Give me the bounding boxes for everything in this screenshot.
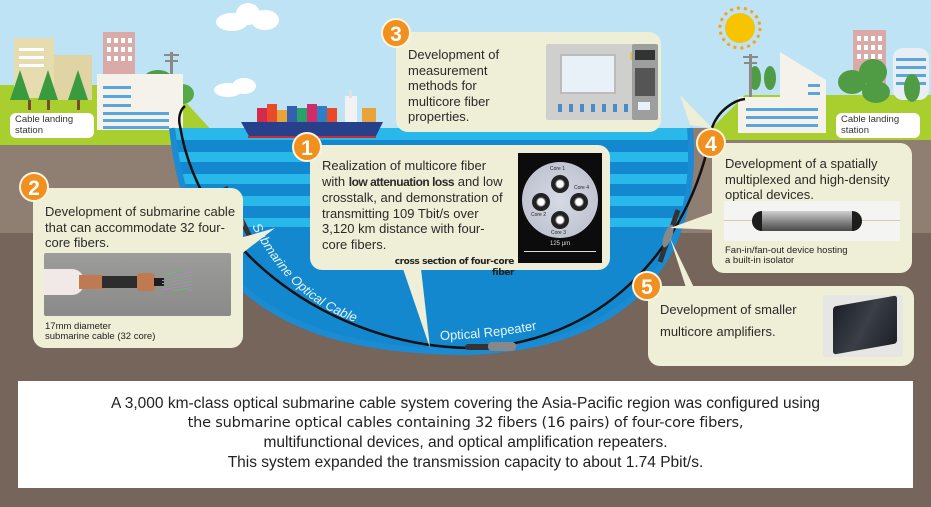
optical-repeater-icon bbox=[465, 342, 516, 351]
building-left-back bbox=[14, 38, 92, 100]
core-1-label: Core 1 bbox=[550, 166, 566, 172]
callout-1-text-emphasis: low attenuation loss bbox=[348, 174, 455, 189]
core-2-label: Core 2 bbox=[531, 212, 547, 218]
summary-line-3: multifunctional devices, and optical amp… bbox=[263, 434, 668, 451]
callout-5-pointer bbox=[670, 238, 700, 300]
callout-4: Development of a spatially multiplexed a… bbox=[712, 143, 912, 273]
callout-1-caption: cross section of four-core fiber bbox=[394, 257, 515, 278]
summary-box: A 3,000 km-class optical submarine cable… bbox=[18, 381, 913, 488]
core-4-label: Core 4 bbox=[574, 185, 590, 191]
callout-1-number-badge: 1 bbox=[292, 132, 322, 162]
summary-line-4: This system expanded the transmission ca… bbox=[227, 453, 704, 471]
callout-3-text: Development of measurement methods for m… bbox=[408, 47, 500, 124]
fiber-cross-section-figure: Core 1 Core 2 Core 3 Core 4 125 µm bbox=[518, 153, 602, 263]
callout-3-number-badge: 3 bbox=[381, 18, 411, 48]
callout-2: Development of submarine cable that can … bbox=[33, 188, 243, 348]
callout-1: Realization of multicore fiber with low … bbox=[310, 145, 610, 278]
cable-landing-station-label-left: Cable landing station bbox=[10, 113, 94, 138]
callout-4-pointer bbox=[670, 210, 720, 230]
callout-1-text-after: and low crosstalk, and demonstration of … bbox=[322, 173, 503, 252]
optical-repeater-icon bbox=[657, 209, 681, 263]
utility-pole-icon bbox=[743, 54, 758, 102]
cable-landing-station-label-right: Cable landing station bbox=[836, 113, 920, 138]
trees-right bbox=[749, 59, 920, 103]
fiber-core-2 bbox=[532, 193, 550, 211]
submarine-cable bbox=[178, 97, 746, 350]
callout-5-text: Development of smaller multicore amplifi… bbox=[660, 302, 797, 339]
submarine-cable-photo bbox=[44, 253, 231, 316]
fiber-core-4 bbox=[570, 193, 588, 211]
fan-in-fan-out-device-photo bbox=[724, 201, 900, 241]
callout-3-pointer bbox=[680, 95, 712, 128]
callout-2-pointer bbox=[240, 228, 275, 255]
callout-1-text: Realization of multicore fiber with low … bbox=[322, 158, 507, 252]
callout-1-text-before: Realization of multicore fiber with bbox=[322, 158, 487, 189]
callout-4-text: Development of a spatially multiplexed a… bbox=[725, 156, 890, 202]
fiber-core-3 bbox=[551, 211, 569, 229]
fiber-core-1 bbox=[551, 175, 569, 193]
measurement-rack-photo bbox=[632, 44, 658, 120]
callout-2-caption-line1: 17mm diameter bbox=[45, 321, 111, 332]
callout-2-number-badge: 2 bbox=[19, 172, 49, 202]
callout-4-number-badge: 4 bbox=[696, 128, 726, 158]
cable-left-stub bbox=[177, 105, 186, 127]
callout-5: Development of smaller multicore amplifi… bbox=[648, 286, 914, 366]
cloud-icon bbox=[214, 78, 256, 97]
cloud-icon bbox=[216, 3, 279, 31]
building-left-tall bbox=[103, 32, 135, 74]
cable-landing-station-right bbox=[738, 52, 826, 133]
callout-4-caption-line2: a built-in isolator bbox=[725, 255, 795, 266]
summary-line-1: A 3,000 km-class optical submarine cable… bbox=[110, 395, 821, 412]
measurement-equipment-photo bbox=[546, 44, 646, 120]
summary-line-2: the submarine optical cables containing … bbox=[187, 414, 744, 431]
trees-left bbox=[10, 70, 88, 110]
scale-label: 125 µm bbox=[550, 241, 571, 247]
multicore-amplifier-photo bbox=[823, 295, 903, 357]
cable-landing-station-left bbox=[97, 74, 183, 130]
callout-5-number-badge: 5 bbox=[632, 271, 662, 301]
callout-1-pointer bbox=[400, 260, 430, 348]
scale-bar bbox=[524, 251, 596, 252]
callout-2-caption-line2: submarine cable (32 core) bbox=[45, 331, 156, 342]
callout-2-text: Development of submarine cable that can … bbox=[45, 204, 236, 250]
sun-icon bbox=[718, 6, 762, 50]
callout-4-caption-line1: Fan-in/fan-out device hosting bbox=[725, 245, 848, 256]
core-3-label: Core 3 bbox=[551, 230, 567, 236]
callout-3: Development of measurement methods for m… bbox=[396, 32, 661, 132]
